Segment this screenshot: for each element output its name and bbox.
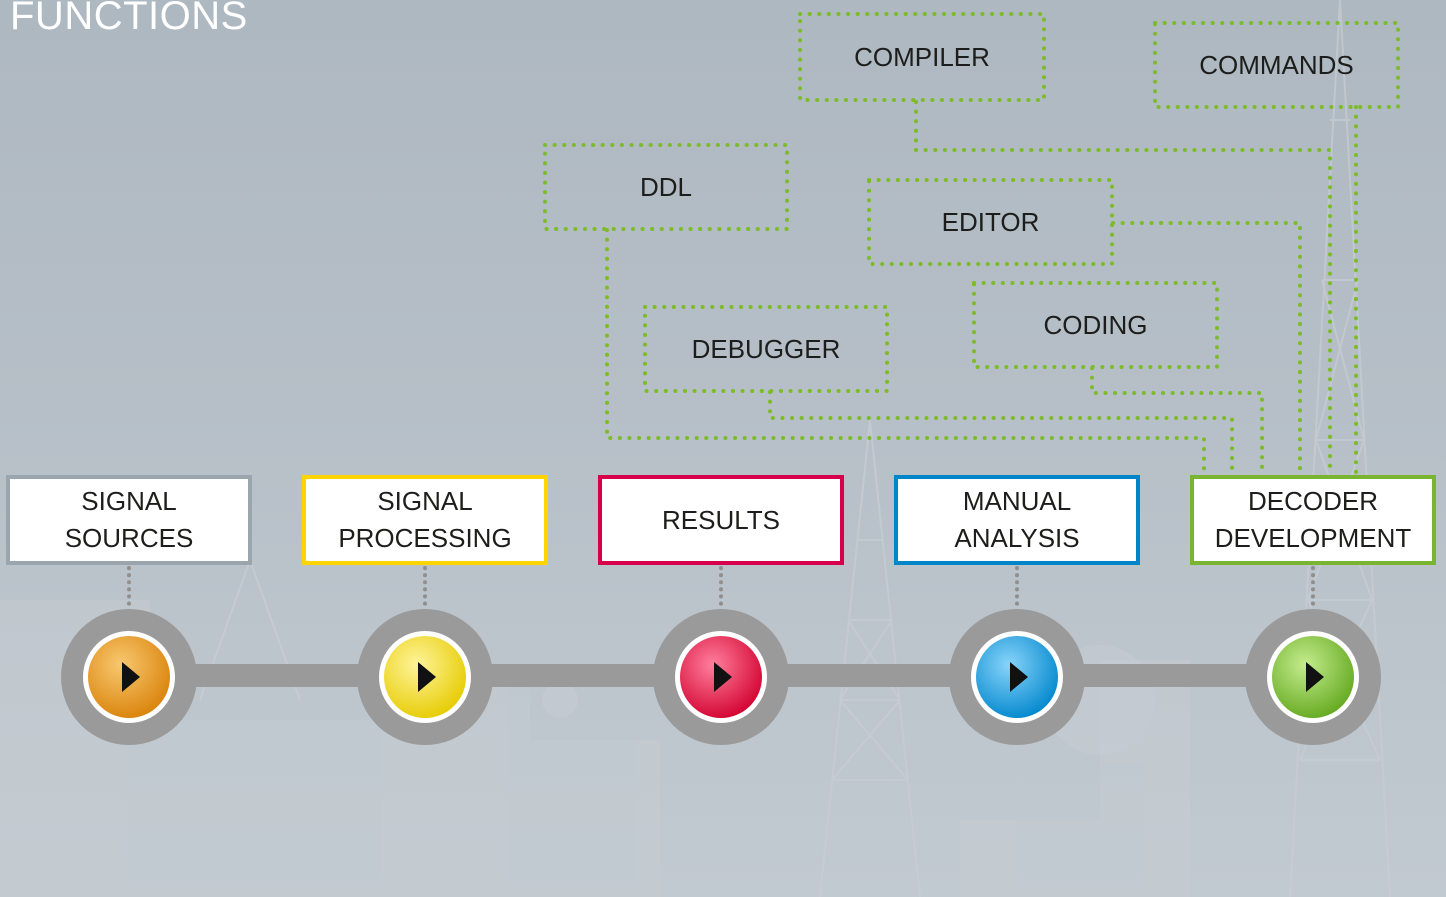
page-title: FUNCTIONS: [10, 0, 248, 38]
function-compiler-label: COMPILER: [854, 41, 990, 72]
stage-button-results[interactable]: [651, 607, 791, 747]
play-icon: [1306, 662, 1324, 692]
connector-compiler: [914, 100, 1332, 474]
function-editor-label: EDITOR: [941, 206, 1040, 237]
function-editor[interactable]: EDITOR: [869, 180, 1112, 264]
stage-button-signal-sources[interactable]: [59, 607, 199, 747]
function-debugger-label: DEBUGGER: [691, 333, 841, 364]
function-coding[interactable]: CODING: [974, 283, 1217, 367]
stage-label-signal-processing: SIGNAL PROCESSING: [338, 486, 512, 553]
function-compiler[interactable]: COMPILER: [800, 14, 1044, 100]
function-coding-label: CODING: [1043, 309, 1148, 340]
play-icon: [418, 662, 436, 692]
stage-box-results[interactable]: RESULTS: [598, 475, 844, 565]
stage-label-decoder-development: DECODER DEVELOPMENT: [1214, 486, 1412, 553]
stage-label-signal-sources: SIGNAL SOURCES: [64, 486, 194, 553]
stage-box-signal-processing[interactable]: SIGNAL PROCESSING: [302, 475, 548, 565]
function-commands-label: COMMANDS: [1199, 49, 1354, 80]
play-icon: [122, 662, 140, 692]
stage-button-manual-analysis[interactable]: [947, 607, 1087, 747]
function-debugger[interactable]: DEBUGGER: [645, 307, 887, 391]
function-commands[interactable]: COMMANDS: [1155, 23, 1398, 107]
stage-box-manual-analysis[interactable]: MANUAL ANALYSIS: [894, 475, 1140, 565]
connector-ddl: [605, 228, 1206, 474]
stage-box-decoder-development[interactable]: DECODER DEVELOPMENT: [1190, 475, 1436, 565]
stage-label-manual-analysis: MANUAL ANALYSIS: [954, 486, 1080, 553]
function-ddl-label: DDL: [639, 171, 692, 202]
stage-label-results: RESULTS: [662, 504, 780, 535]
stage-button-decoder-development[interactable]: [1243, 607, 1383, 747]
stage-box-signal-sources[interactable]: SIGNAL SOURCES: [6, 475, 252, 565]
function-box-outline-compiler: [798, 12, 1046, 102]
stage-button-signal-processing[interactable]: [355, 607, 495, 747]
play-icon: [1010, 662, 1028, 692]
function-ddl[interactable]: DDL: [545, 145, 787, 229]
play-icon: [714, 662, 732, 692]
